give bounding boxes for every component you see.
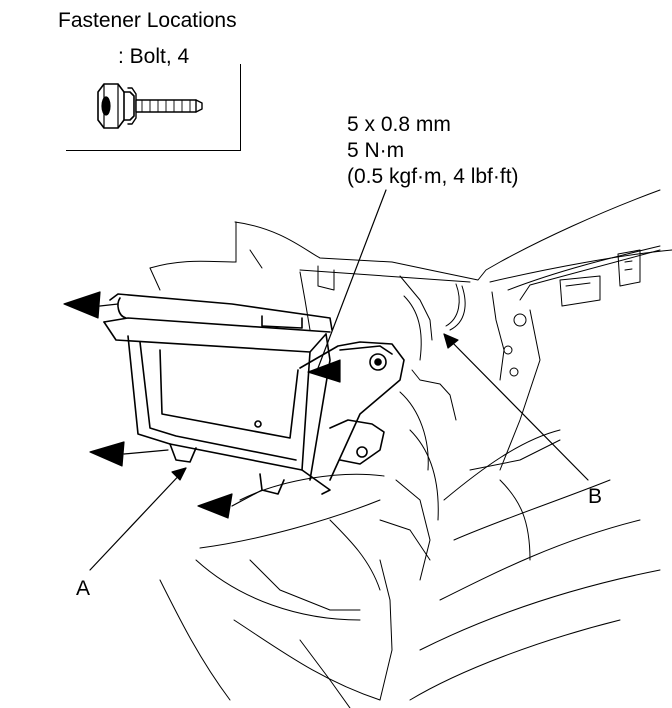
callout-a-leader	[89, 467, 187, 571]
fastener-arrows	[63, 291, 341, 519]
dashboard-structure	[149, 189, 672, 708]
callout-b-leader	[443, 333, 589, 481]
spec-torque-alt: (0.5 kgf·m, 4 lbf·ft)	[347, 165, 519, 188]
bolt-arrow-bottom	[197, 493, 233, 519]
spec-bolt-size: 5 x 0.8 mm	[347, 113, 451, 136]
callout-label-b: B	[588, 485, 603, 508]
spec-leader	[317, 189, 387, 369]
bolt-arrow-right	[307, 359, 341, 383]
bolt-arrow-upper-left	[63, 291, 101, 319]
legend-box-bottom-border	[66, 150, 241, 151]
legend-title: Fastener Locations	[58, 9, 237, 32]
bolt-icon	[97, 83, 203, 129]
glove-box	[103, 293, 405, 495]
callout-label-a: A	[76, 577, 91, 600]
bolt-arrow-lower-left	[89, 441, 125, 467]
legend-fastener-label: : Bolt, 4	[118, 45, 190, 68]
legend-box-right-border	[240, 64, 241, 150]
spec-torque-nm: 5 N·m	[347, 139, 405, 162]
